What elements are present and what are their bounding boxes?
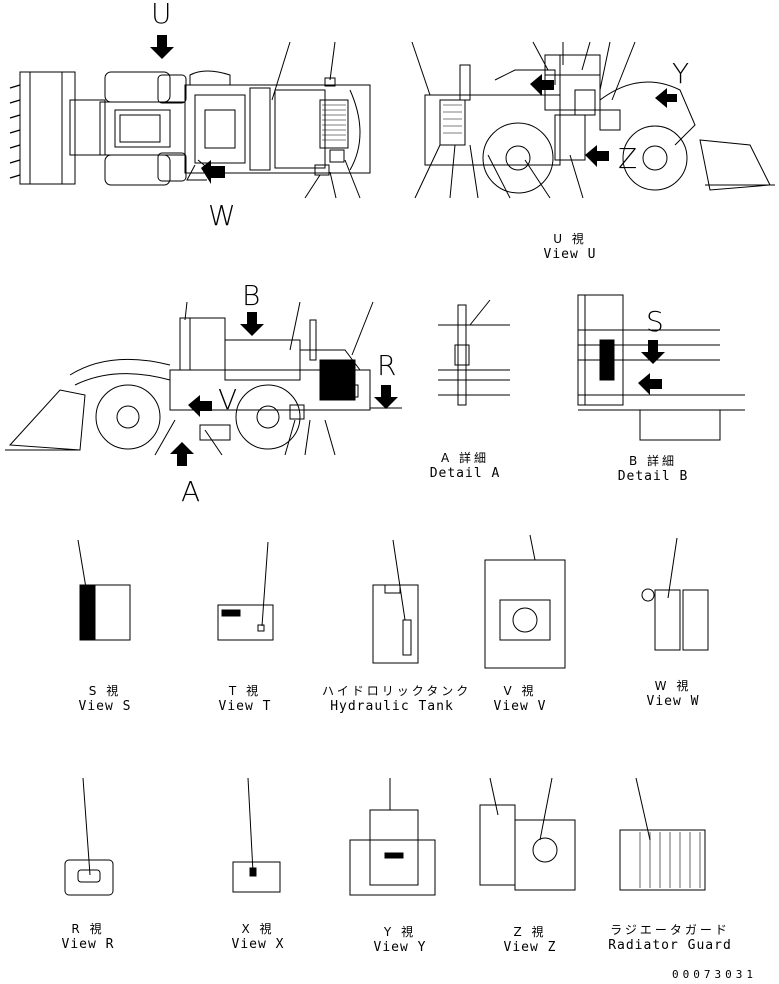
caption-view-z: Z 視 View Z [503,925,557,955]
letter-r: R [377,349,397,382]
caption-detail-a: A 詳細 Detail A [429,451,501,481]
letter-w: W [208,199,236,232]
arrow-u-icon [150,35,174,59]
view-t-drawing [217,541,274,641]
view-w-drawing [641,537,709,651]
arrow-b-icon [240,312,264,336]
letter-v: V [218,383,238,416]
arrow-w-icon [201,160,225,184]
caption-view-t: T 視 View T [218,684,272,714]
letter-y: Y [672,57,690,90]
letter-b: B [242,279,261,312]
view-x-drawing [232,777,281,893]
arrow-a-icon [170,442,194,466]
caption-view-w: W 視 View W [646,679,700,709]
arrow-s-icon [641,340,665,364]
caption-view-y: Y 視 View Y [373,925,427,955]
caption-detail-b: B 詳細 Detail B [617,454,689,484]
view-v-drawing [484,534,566,669]
view-z-drawing [479,777,576,891]
radiator-guard-drawing [619,777,706,891]
letter-z: Z [618,142,638,175]
loader-side-view [5,301,402,456]
loader-side-view-u [411,41,775,199]
caption-view-s: S 視 View S [78,684,132,714]
loader-top-view [9,41,371,199]
caption-radiator-guard: ラジエータガード Radiator Guard [608,923,732,953]
arrow-u-side-icon [530,74,554,96]
letter-s: S [646,305,664,338]
caption-view-u: U 視 View U [543,232,597,262]
view-r-drawing [64,777,114,896]
arrow-detail-b-icon [638,373,662,395]
view-y-drawing [349,778,436,896]
caption-view-r: R 視 View R [61,922,115,952]
arrow-y-icon [655,88,677,108]
caption-hydraulic-tank: ハイドロリックタンク Hydraulic Tank [322,684,472,714]
caption-view-v: V 視 View V [493,684,547,714]
drawing-number: 00073031 [672,968,757,981]
arrow-r-icon [374,385,398,409]
letter-a: A [181,475,201,508]
detail-a-drawing [438,299,510,406]
arrow-z-icon [585,145,609,167]
view-s-drawing [77,539,131,641]
caption-view-x: X 視 View X [231,922,285,952]
hydraulic-tank-drawing [372,539,419,664]
letter-u: U [151,0,172,30]
arrow-v-icon [188,395,212,417]
